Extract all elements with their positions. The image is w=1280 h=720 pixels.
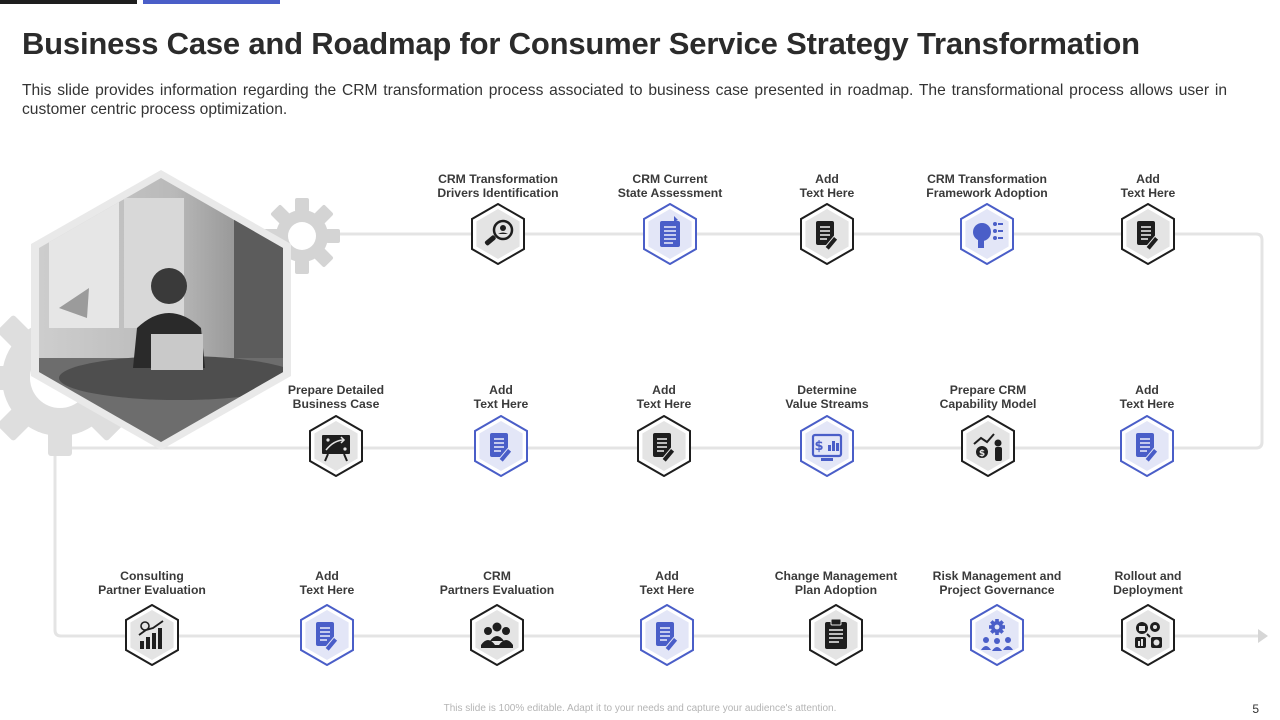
step-label-line2: Text Here	[299, 583, 355, 597]
top-accent-bar-dark	[0, 0, 137, 4]
step-label-line2: Text Here	[799, 186, 855, 200]
slide-description: This slide provides information regardin…	[22, 82, 1227, 118]
presenter-chart-icon: $	[957, 415, 1019, 477]
thinking-head-icon	[956, 203, 1018, 265]
deployment-icon	[1117, 604, 1179, 666]
step-label-line2: Deployment	[1113, 583, 1183, 597]
step-label-line1: Add	[815, 172, 839, 186]
step-label-line2: Text Here	[639, 583, 695, 597]
page-number: 5	[1252, 702, 1259, 716]
step-label-line1: Add	[489, 383, 513, 397]
step-label-line1: Determine	[797, 383, 857, 397]
document-edit-icon	[1117, 203, 1179, 265]
document-edit-icon	[633, 415, 695, 477]
step-label-line1: Add	[1136, 172, 1160, 186]
step-label-line1: CRM Transformation	[927, 172, 1047, 186]
document-edit-icon	[296, 604, 358, 666]
step-label-line2: Text Here	[1120, 186, 1176, 200]
document-edit-icon	[470, 415, 532, 477]
step-label-line2: Drivers Identification	[437, 186, 559, 200]
search-person-icon	[467, 203, 529, 265]
step-label-line1: Prepare Detailed	[287, 383, 385, 397]
step-label-line2: Partners Evaluation	[439, 583, 555, 597]
footer-note: This slide is 100% editable. Adapt it to…	[443, 703, 837, 714]
step-label-line2: Text Here	[1119, 397, 1175, 411]
step-label-line1: Change Management	[774, 569, 898, 583]
growth-chart-icon	[121, 604, 183, 666]
document-edit-icon	[636, 604, 698, 666]
step-label-line1: Add	[652, 383, 676, 397]
step-label-line2: Text Here	[473, 397, 529, 411]
step-label-line2: Capability Model	[939, 397, 1037, 411]
step-label-line2: Plan Adoption	[794, 583, 878, 597]
step-label-line2: Framework Adoption	[926, 186, 1048, 200]
step-label-line1: Rollout and	[1114, 569, 1182, 583]
step-label-line2: Text Here	[636, 397, 692, 411]
step-label-line1: Prepare CRM	[949, 383, 1027, 397]
step-label-line1: Add	[315, 569, 339, 583]
step-label-line1: CRM Current	[632, 172, 708, 186]
step-label-line2: Project Governance	[939, 583, 1055, 597]
clipboard-icon	[805, 604, 867, 666]
step-label-line1: Add	[1135, 383, 1159, 397]
svg-text:$: $	[814, 439, 823, 454]
step-label-line1: CRM	[483, 569, 511, 583]
document-edit-icon	[796, 203, 858, 265]
strategy-board-icon	[305, 415, 367, 477]
step-label-line2: Value Streams	[785, 397, 869, 411]
top-accent-bar-blue	[143, 0, 280, 4]
step-label-line2: Business Case	[292, 397, 380, 411]
step-label-line1: CRM Transformation	[438, 172, 558, 186]
step-label-line1: Consulting	[120, 569, 184, 583]
step-label-line2: Partner Evaluation	[98, 583, 206, 597]
slide-title: Business Case and Roadmap for Consumer S…	[22, 26, 1140, 61]
step-label-line1: Risk Management and	[932, 569, 1062, 583]
svg-text:$: $	[979, 449, 985, 459]
hexagon-photo	[29, 168, 293, 452]
team-icon	[466, 604, 528, 666]
gear-team-icon	[966, 604, 1028, 666]
document-edit-icon	[1116, 415, 1178, 477]
step-label-line1: Add	[655, 569, 679, 583]
document-icon	[639, 203, 701, 265]
step-label-line2: State Assessment	[617, 186, 723, 200]
dollar-chart-icon: $	[796, 415, 858, 477]
